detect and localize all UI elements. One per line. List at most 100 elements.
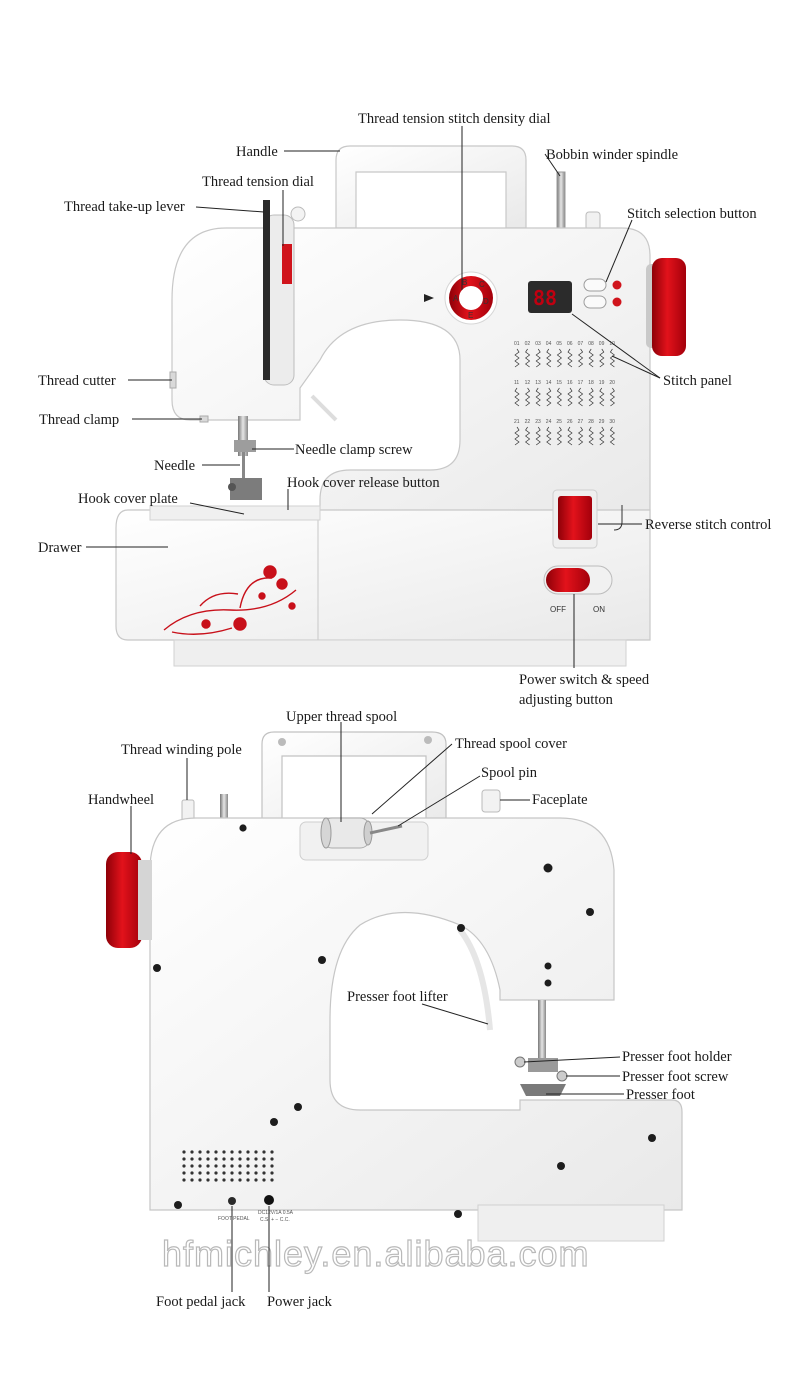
stitch-number: 12 <box>525 380 531 386</box>
stitch-pattern-glyph <box>567 348 573 368</box>
speaker-hole <box>182 1164 186 1168</box>
faceplate-knob <box>481 789 501 813</box>
label-needle: Needle <box>154 458 195 474</box>
front-handle <box>335 145 527 229</box>
stitch-pattern-glyph <box>546 426 552 446</box>
label-upper-thread-spool: Upper thread spool <box>286 709 397 725</box>
stitch-number: 01 <box>514 341 520 347</box>
label-presser-foot-screw: Presser foot screw <box>622 1069 729 1085</box>
stitch-number: 24 <box>546 419 552 425</box>
speaker-hole <box>206 1157 210 1161</box>
reverse-stitch-button[interactable] <box>558 496 592 540</box>
label-thread-cutter: Thread cutter <box>38 373 116 389</box>
speaker-hole <box>238 1171 242 1175</box>
label-power-switch-line2: adjusting button <box>519 692 614 708</box>
speaker-hole <box>206 1171 210 1175</box>
speaker-hole <box>270 1164 274 1168</box>
speaker-hole <box>190 1164 194 1168</box>
speaker-grille <box>182 1150 274 1182</box>
power-jack-text-2: C.S. + − C.C. <box>260 1217 290 1223</box>
stitch-pattern-glyph <box>578 348 584 368</box>
stitch-number: 05 <box>556 341 562 347</box>
speaker-hole <box>262 1157 266 1161</box>
speaker-hole <box>190 1157 194 1161</box>
speaker-hole <box>246 1164 250 1168</box>
label-thread-tension-stitch-density-dial: Thread tension stitch density dial <box>358 111 551 127</box>
speaker-hole <box>262 1178 266 1182</box>
presser-foot-lifter <box>457 928 493 1031</box>
take-up-lever <box>263 200 270 380</box>
speaker-hole <box>270 1178 274 1182</box>
speaker-hole <box>214 1178 218 1182</box>
stitch-pattern-glyph <box>514 348 520 368</box>
label-foot-pedal-jack: Foot pedal jack <box>156 1294 246 1310</box>
speaker-hole <box>222 1150 226 1154</box>
dial-letter-d: D <box>483 297 489 306</box>
speaker-hole <box>190 1178 194 1182</box>
speaker-hole <box>238 1157 242 1161</box>
back-handle <box>261 731 447 831</box>
dial-pointer-icon <box>424 294 434 302</box>
front-spindle-cap <box>585 211 601 231</box>
stitch-pattern-glyph <box>588 426 594 446</box>
back-screw-dots <box>153 824 656 1218</box>
speaker-hole <box>222 1157 226 1161</box>
power-jack-text-1: DC12V/1A 0.5A <box>258 1210 294 1216</box>
power-switch-button[interactable] <box>546 568 590 592</box>
speaker-hole <box>182 1178 186 1182</box>
upper-thread-spool <box>320 817 373 849</box>
stitch-number: 03 <box>535 341 541 347</box>
speaker-hole <box>254 1171 258 1175</box>
label-power-switch-line1: Power switch & speed <box>519 672 650 688</box>
stitch-pattern-glyph <box>546 387 552 407</box>
label-thread-winding-pole: Thread winding pole <box>121 742 242 758</box>
speaker-hole <box>198 1178 202 1182</box>
stitch-pattern-glyph <box>567 387 573 407</box>
speaker-hole <box>182 1150 186 1154</box>
speaker-hole <box>246 1150 250 1154</box>
speaker-hole <box>222 1164 226 1168</box>
speaker-hole <box>270 1171 274 1175</box>
label-thread-spool-cover: Thread spool cover <box>455 736 567 752</box>
stitch-number: 20 <box>609 380 615 386</box>
speaker-hole <box>198 1157 202 1161</box>
led-display <box>528 281 572 313</box>
foot-pedal-jack-text: FOOT PEDAL <box>218 1216 250 1222</box>
label-handle: Handle <box>236 144 278 160</box>
label-needle-clamp-screw: Needle clamp screw <box>295 442 413 458</box>
back-handwheel <box>106 852 152 948</box>
speaker-hole <box>214 1150 218 1154</box>
speaker-hole <box>198 1150 202 1154</box>
tension-dial-window <box>282 244 292 284</box>
stitch-select-up-button[interactable] <box>583 278 607 292</box>
label-hook-cover-plate: Hook cover plate <box>78 491 178 507</box>
speaker-hole <box>246 1171 250 1175</box>
spool-pin <box>369 824 403 835</box>
stitch-select-down-button[interactable] <box>583 295 607 309</box>
stitch-pattern-glyph <box>599 387 605 407</box>
label-reverse-stitch-control: Reverse stitch control <box>645 517 771 533</box>
stitch-number: 10 <box>609 341 615 347</box>
stitch-number: 16 <box>567 380 573 386</box>
back-base-foot <box>477 1204 665 1242</box>
front-handwheel <box>646 258 686 356</box>
label-presser-foot-lifter: Presser foot lifter <box>347 989 448 1005</box>
label-presser-foot-holder: Presser foot holder <box>622 1049 732 1065</box>
speaker-hole <box>238 1150 242 1154</box>
stitch-number: 15 <box>556 380 562 386</box>
handle-screw-left <box>278 738 286 746</box>
speaker-hole <box>190 1171 194 1175</box>
stitch-number: 17 <box>578 380 584 386</box>
label-handwheel: Handwheel <box>88 792 154 808</box>
stitch-number: 07 <box>578 341 584 347</box>
stitch-number: 28 <box>588 419 594 425</box>
front-base-foot <box>173 639 627 667</box>
dial-letter-e: E <box>468 311 473 320</box>
speaker-hole <box>230 1150 234 1154</box>
speaker-hole <box>222 1171 226 1175</box>
presser-foot-screw-icon <box>556 1070 568 1082</box>
stitch-pattern-glyph <box>535 387 541 407</box>
